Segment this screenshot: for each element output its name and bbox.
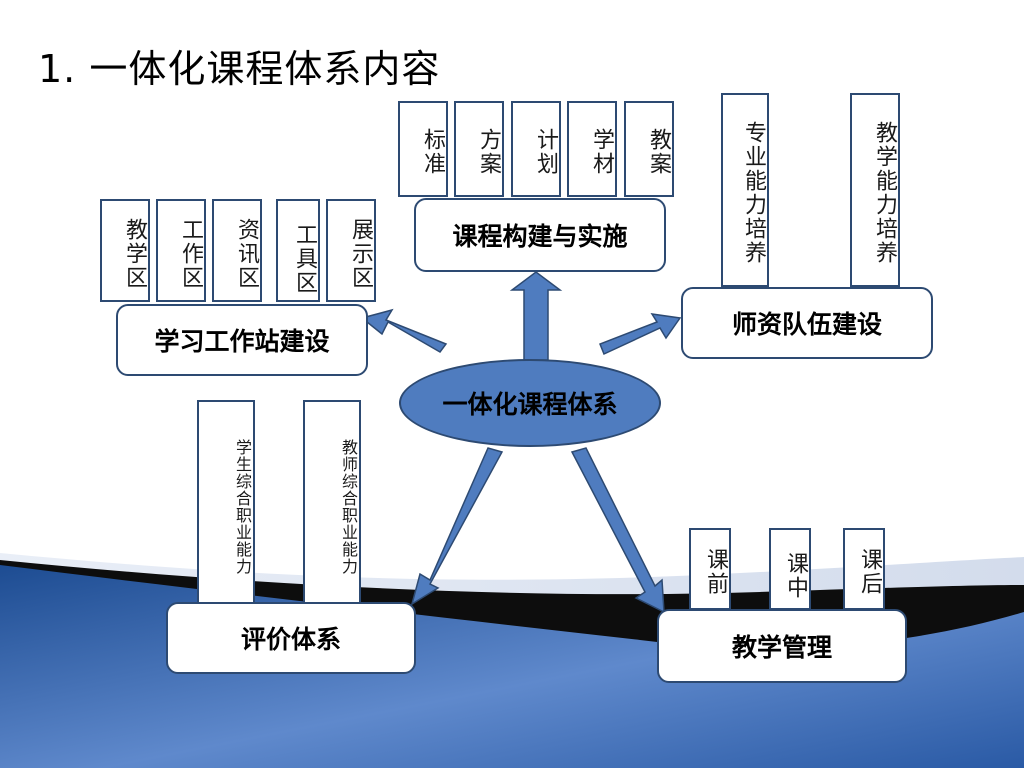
item-schedule: 计划	[511, 101, 561, 197]
item-student-ability: 学生综合职业能力	[197, 400, 255, 604]
branch-course-building: 课程构建与实施	[414, 198, 666, 272]
item-tool-area: 工具区	[276, 199, 320, 302]
arrow-left-up	[360, 308, 448, 353]
branch-teacher-team: 师资队伍建设	[681, 287, 933, 359]
item-professional-ability: 专业能力培养	[721, 93, 769, 287]
branch-teaching-management: 教学管理	[657, 609, 907, 683]
item-lesson-plan: 教案	[624, 101, 674, 197]
item-learning-material: 学材	[567, 101, 617, 197]
arrow-left-down	[410, 447, 504, 606]
item-info-area: 资讯区	[212, 199, 262, 302]
item-work-area: 工作区	[156, 199, 206, 302]
item-after-class: 课后	[843, 528, 885, 610]
branch-workstation: 学习工作站建设	[116, 304, 368, 376]
branch-evaluation: 评价体系	[166, 602, 416, 674]
item-standard: 标准	[398, 101, 448, 197]
item-teaching-ability: 教学能力培养	[850, 93, 900, 287]
item-display-area: 展示区	[326, 199, 376, 302]
item-teaching-area: 教学区	[100, 199, 150, 302]
item-before-class: 课前	[689, 528, 731, 610]
item-in-class: 课中	[769, 528, 811, 610]
arrow-right-down	[570, 447, 665, 614]
center-node: 一体化课程体系	[399, 359, 661, 447]
slide-title: 1. 一体化课程体系内容	[38, 47, 441, 91]
arrow-up	[509, 271, 563, 361]
item-teacher-ability: 教师综合职业能力	[303, 400, 361, 604]
arrow-right-up	[599, 313, 682, 356]
item-plan-scheme: 方案	[454, 101, 504, 197]
